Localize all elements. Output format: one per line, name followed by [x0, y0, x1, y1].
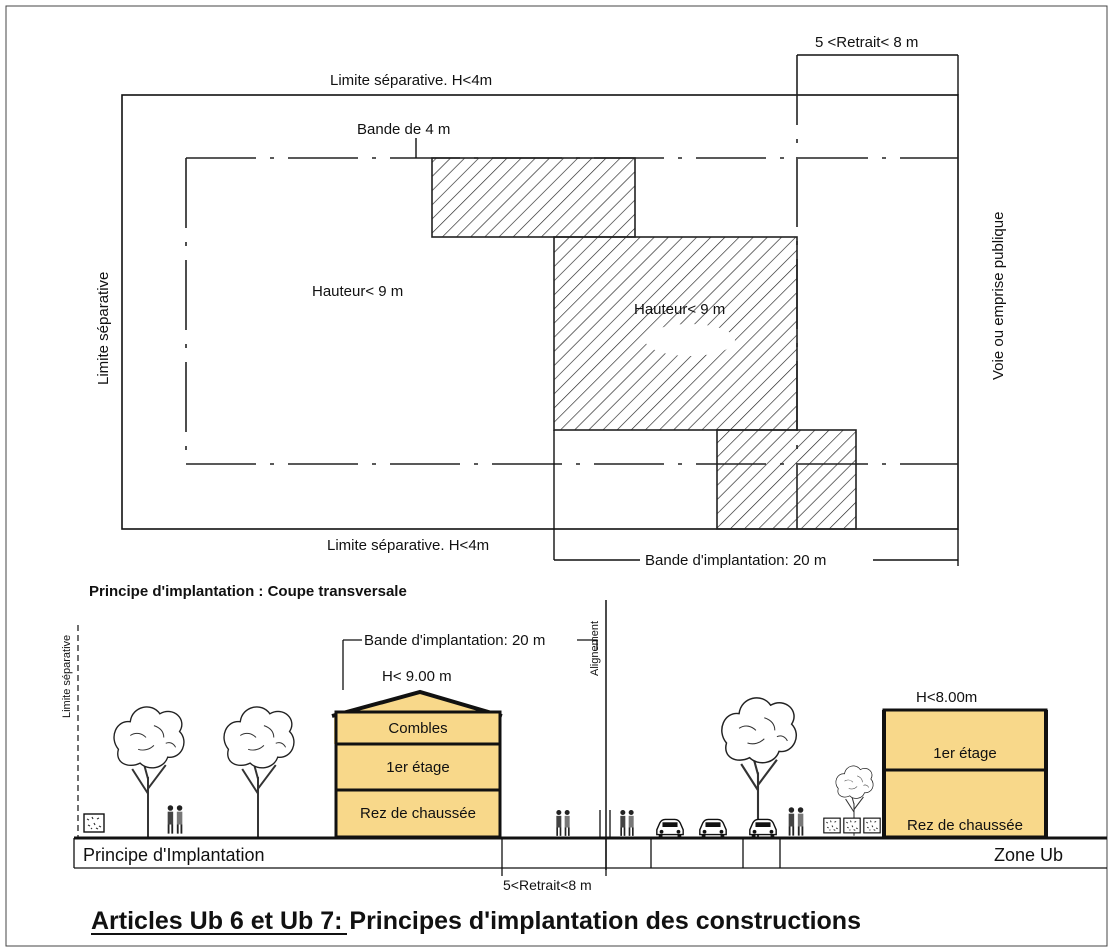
bande-implantation-label: Bande d'implantation: 20 m: [645, 552, 826, 569]
house-right-height: H<8.00m: [916, 689, 977, 706]
ground-right-label: Zone Ub: [994, 845, 1063, 865]
bande-4m-label: Bande de 4 m: [357, 121, 450, 138]
house-right-walls: [882, 710, 1048, 837]
house-left-first: [334, 742, 502, 792]
house-right: 1er étage Rez de chaussée: [882, 708, 1048, 839]
hedge-left: [83, 813, 105, 833]
building-a: [431, 157, 636, 238]
house-left-ground: [334, 788, 502, 839]
alignement-label: Alignement: [589, 621, 601, 676]
section-band-dimension: [342, 639, 598, 690]
hedge-right-1: [823, 817, 841, 834]
house-right-floor-1: Rez de chaussée: [907, 817, 1023, 834]
house-right-floor-0: 1er étage: [933, 745, 996, 762]
tree-3: [720, 696, 798, 838]
section-retrait-label: 5<Retrait<8 m: [503, 877, 592, 893]
hauteur-left-label: Hauteur< 9 m: [312, 283, 403, 300]
house-left: Combles 1er étage Rez de chaussée: [331, 689, 503, 839]
car-1: [656, 818, 684, 838]
voie-label: Voie ou emprise publique: [990, 212, 1007, 380]
band-dimension: [554, 529, 959, 566]
hauteur-hatched-label: Hauteur< 9 m: [634, 301, 725, 318]
limite-bottom-label: Limite séparative. H<4m: [327, 537, 489, 554]
section-band-label: Bande d'implantation: 20 m: [364, 632, 545, 649]
retrait-top-label: 5 <Retrait< 8 m: [815, 34, 918, 51]
hedge-right-3: [863, 817, 881, 834]
house-left-floor-0: Combles: [388, 720, 447, 737]
limite-top-label: Limite séparative. H<4m: [330, 72, 492, 89]
car-2: [699, 818, 727, 838]
hedge-right-2: [843, 817, 861, 834]
ground-left-label: Principe d'Implantation: [83, 845, 265, 865]
house-left-roof: [331, 689, 503, 718]
car-3: [749, 818, 777, 838]
house-left-height: H< 9.00 m: [382, 668, 452, 685]
limite-vertical-label: Limite séparative: [61, 635, 73, 718]
parcel-boundary: [121, 94, 959, 530]
building-c: [716, 429, 857, 530]
section-view: Principe d'implantation : Coupe transver…: [61, 583, 1107, 893]
outer-frame: [5, 5, 1108, 947]
tree-2: [223, 705, 295, 838]
label-mask: [645, 324, 735, 356]
limite-left-label: Limite séparative: [95, 272, 112, 385]
house-left-floor-1: 1er étage: [386, 759, 449, 776]
pedestrians-4: [787, 806, 805, 837]
ground-strip: [73, 810, 1107, 876]
page-title: Articles Ub 6 et Ub 7: Principes d'impla…: [91, 907, 861, 935]
plan-view: 5 <Retrait< 8 m Limite séparative. H<4m …: [95, 34, 1007, 569]
house-left-floor-2: Rez de chaussée: [360, 805, 476, 822]
pedestrians-2: [555, 809, 571, 837]
section-heading: Principe d'implantation : Coupe transver…: [89, 583, 407, 600]
retrait-dimension: [797, 54, 959, 95]
tree-1: [113, 705, 185, 838]
pedestrians-3: [619, 809, 635, 837]
pedestrians-1: [166, 804, 184, 835]
